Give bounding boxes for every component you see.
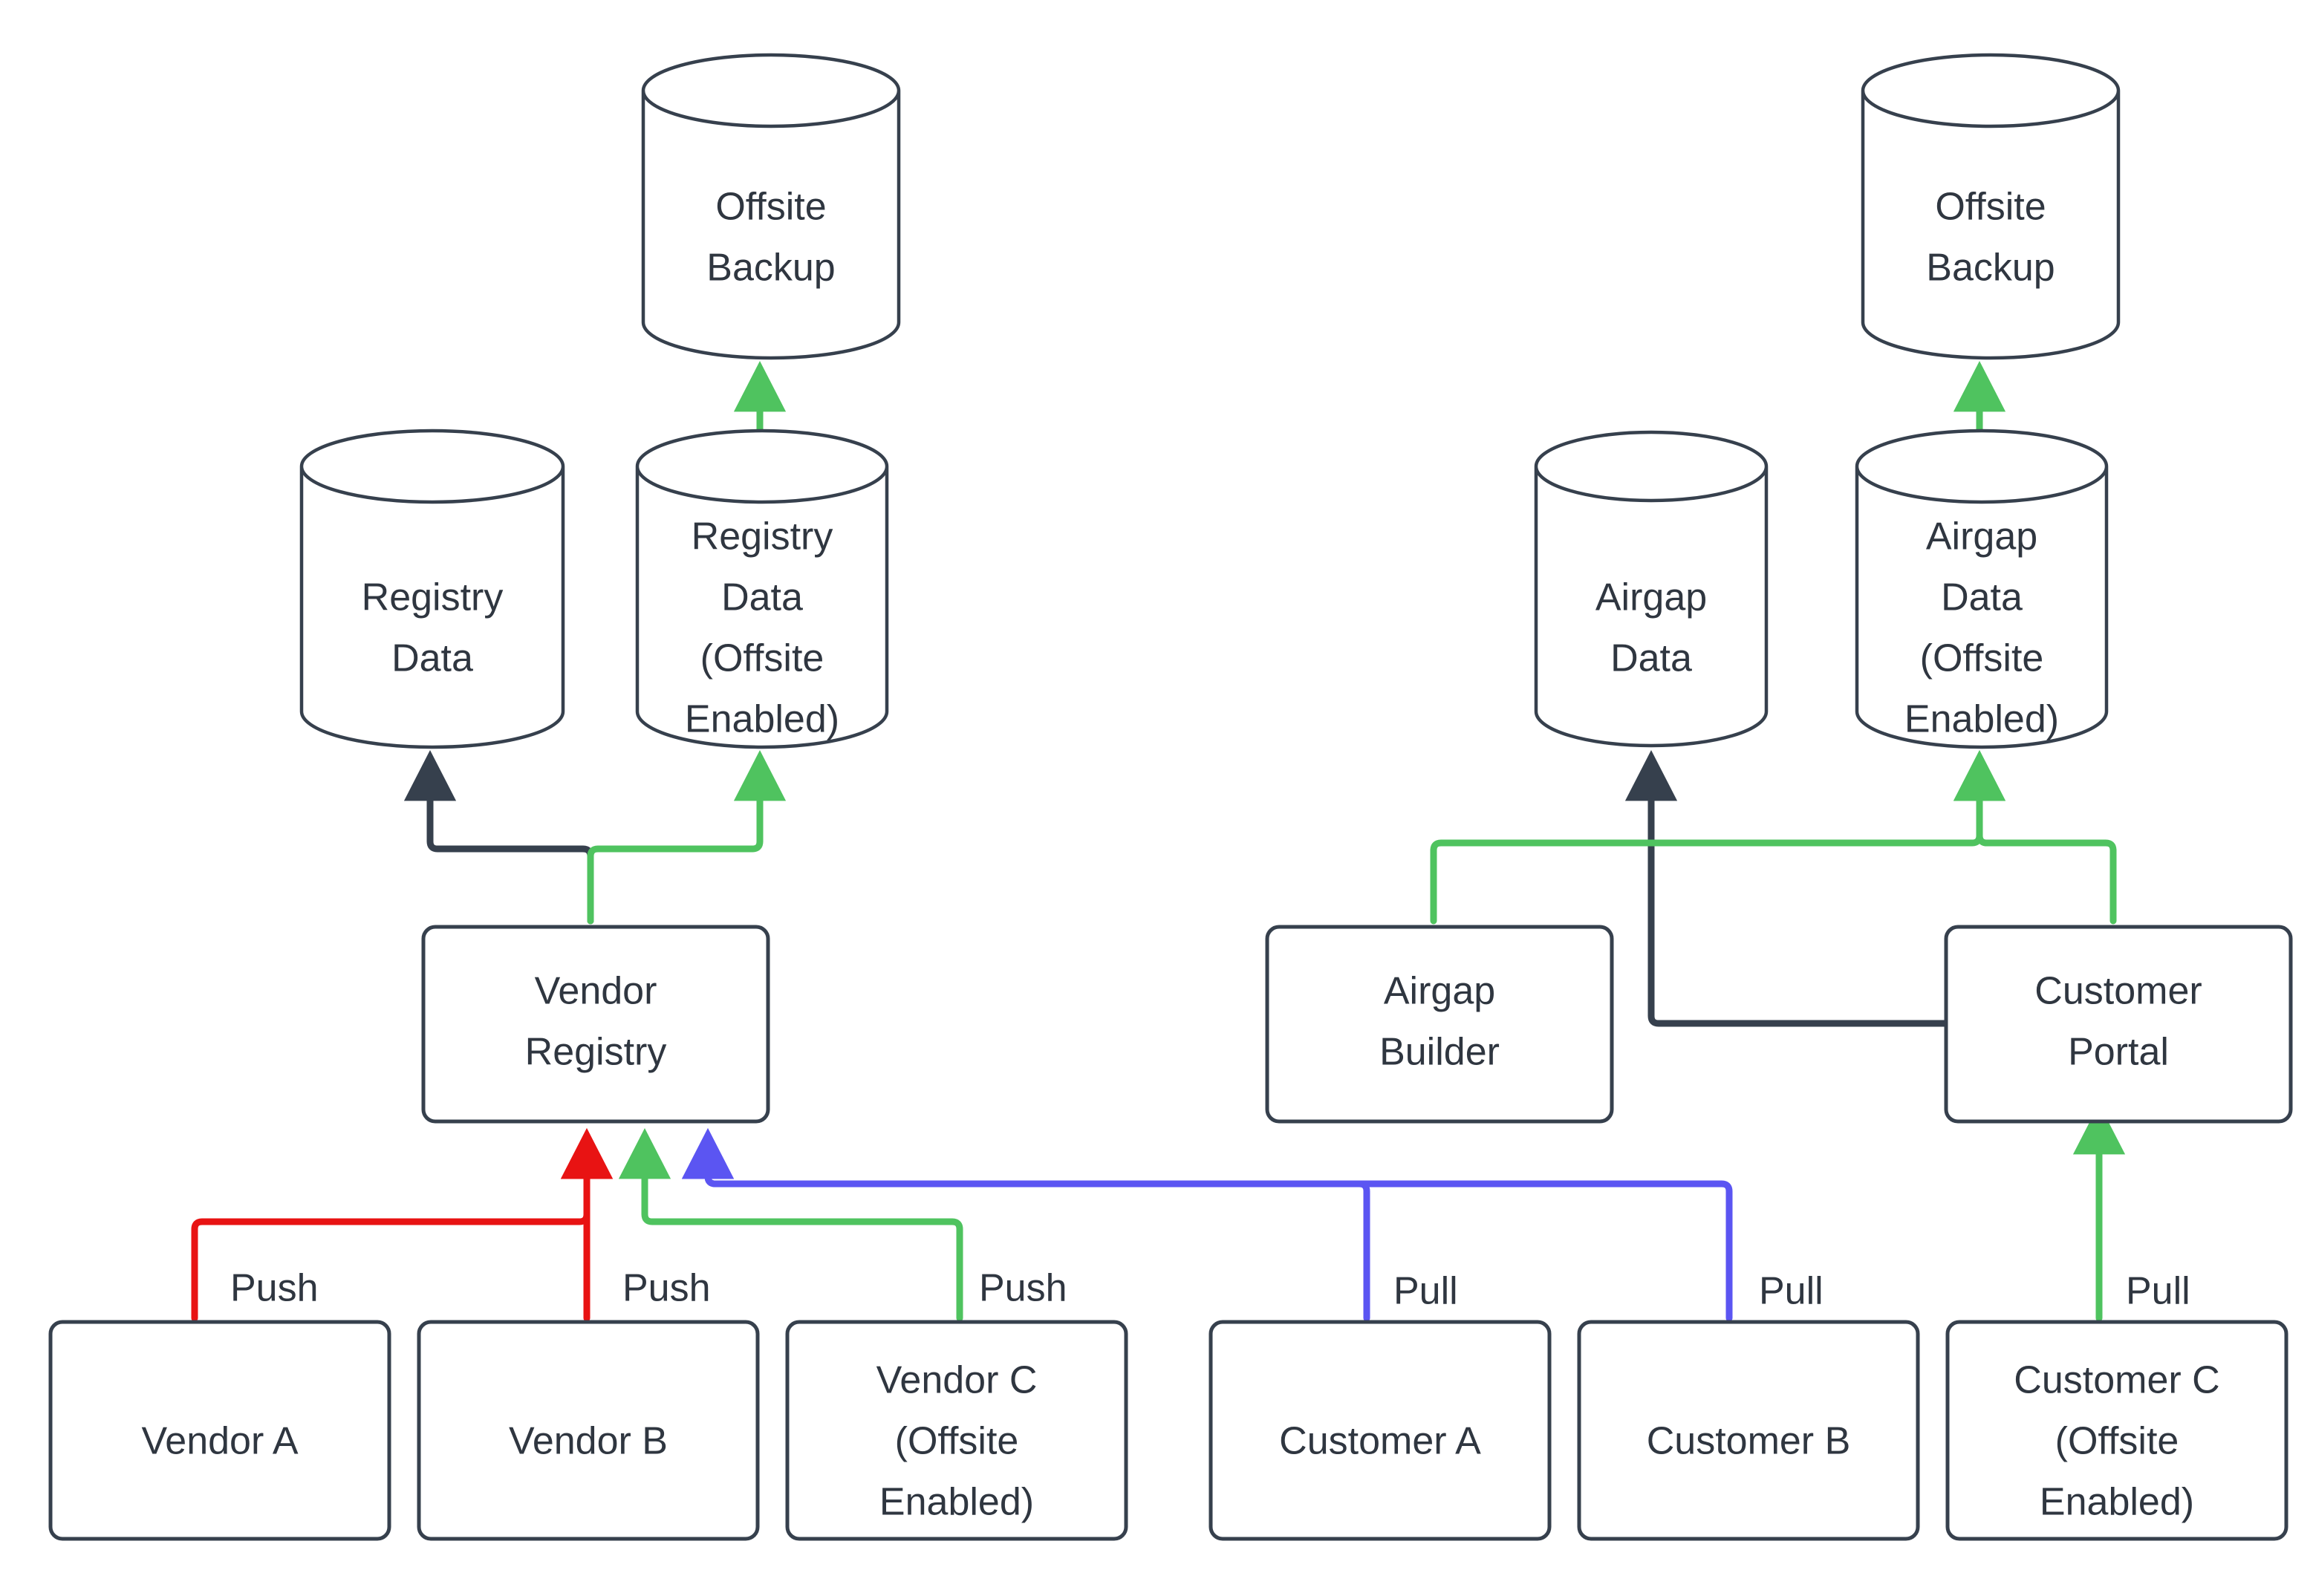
node-airgap-builder[interactable]: Airgap Builder bbox=[1265, 925, 1614, 1124]
edge-customer-b-pull bbox=[681, 1127, 1733, 1322]
node-label: Customer C bbox=[2014, 1359, 2219, 1402]
node-label: Vendor B bbox=[509, 1420, 668, 1463]
node-label: Offsite bbox=[1935, 186, 2046, 229]
node-registry-data[interactable]: Registry Data bbox=[299, 429, 565, 749]
node-label: Airgap bbox=[1926, 515, 2037, 558]
node-label: Vendor bbox=[535, 970, 657, 1013]
node-label: Portal bbox=[2068, 1031, 2169, 1074]
node-label: Registry bbox=[362, 576, 504, 619]
edge-customer-portal-to-airgap-data-offsite bbox=[1953, 749, 2117, 925]
node-label: Airgap bbox=[1384, 970, 1495, 1013]
node-label: Data bbox=[1610, 637, 1692, 680]
node-label: Data bbox=[721, 576, 803, 619]
edge-vendor-registry-to-registry-data-offsite bbox=[587, 749, 787, 925]
node-label: Data bbox=[391, 637, 473, 680]
node-vendor-c[interactable]: Vendor C (Offsite Enabled) bbox=[785, 1320, 1128, 1541]
edge-label-vendor-a-push: Push bbox=[230, 1267, 319, 1310]
edge-label-vendor-b-push: Push bbox=[622, 1267, 711, 1310]
node-label: Registry bbox=[692, 515, 833, 558]
edge-airgap-builder-to-airgap-data-offsite bbox=[1430, 749, 2006, 925]
node-customer-portal[interactable]: Customer Portal bbox=[1944, 925, 2293, 1124]
node-label: Registry bbox=[525, 1031, 667, 1074]
edge-vendor-registry-to-registry-data bbox=[403, 749, 594, 925]
edge-label-vendor-c-push: Push bbox=[979, 1267, 1067, 1310]
node-label: (Offsite bbox=[2055, 1420, 2179, 1463]
node-label: Enabled) bbox=[685, 698, 839, 741]
edge-customer-portal-to-airgap-data bbox=[1624, 749, 1948, 1027]
node-label: Data bbox=[1941, 576, 2023, 619]
node-label: (Offsite bbox=[895, 1420, 1019, 1463]
node-customer-a[interactable]: Customer A bbox=[1208, 1320, 1552, 1541]
node-label: (Offsite bbox=[700, 637, 824, 680]
node-vendor-b[interactable]: Vendor B bbox=[417, 1320, 760, 1541]
edge-label-customer-c-pull: Pull bbox=[2126, 1270, 2190, 1313]
node-offsite-backup-left[interactable]: Offsite Backup bbox=[641, 53, 901, 360]
node-vendor-registry[interactable]: Vendor Registry bbox=[421, 925, 770, 1124]
node-customer-b[interactable]: Customer B bbox=[1577, 1320, 1920, 1541]
node-label: Enabled) bbox=[879, 1481, 1034, 1524]
node-label: Airgap bbox=[1595, 576, 1707, 619]
edge-label-customer-b-pull: Pull bbox=[1759, 1270, 1824, 1313]
node-label: Backup bbox=[1926, 247, 2055, 290]
node-airgap-data-offsite[interactable]: Airgap Data (Offsite Enabled) bbox=[1855, 429, 2109, 749]
node-label: Customer B bbox=[1647, 1420, 1851, 1463]
node-label: (Offsite bbox=[1920, 637, 2044, 680]
node-vendor-a[interactable]: Vendor A bbox=[48, 1320, 391, 1541]
node-label: Vendor A bbox=[141, 1420, 298, 1463]
node-label: Backup bbox=[706, 247, 835, 290]
node-registry-data-offsite[interactable]: Registry Data (Offsite Enabled) bbox=[635, 429, 889, 749]
node-airgap-data[interactable]: Airgap Data bbox=[1534, 430, 1769, 748]
node-label: Customer bbox=[2034, 970, 2202, 1013]
node-label: Enabled) bbox=[2040, 1481, 2194, 1524]
node-customer-c[interactable]: Customer C (Offsite Enabled) bbox=[1945, 1320, 2288, 1541]
edge-vendor-c-push bbox=[618, 1127, 963, 1322]
node-label: Customer A bbox=[1279, 1420, 1481, 1463]
node-label: Vendor C bbox=[876, 1359, 1038, 1402]
node-offsite-backup-right[interactable]: Offsite Backup bbox=[1861, 53, 2121, 360]
edge-label-customer-a-pull: Pull bbox=[1393, 1270, 1458, 1313]
node-label: Offsite bbox=[715, 186, 826, 229]
node-label: Builder bbox=[1379, 1031, 1500, 1074]
node-label: Enabled) bbox=[1904, 698, 2059, 741]
